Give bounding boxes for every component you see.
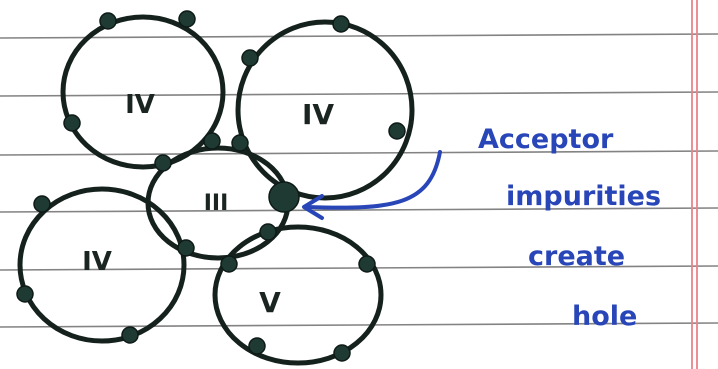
electron-dot <box>358 255 376 273</box>
electron-dot <box>259 223 277 241</box>
annotation-line: impurities <box>506 181 661 212</box>
atom-circle-top-left <box>60 14 226 170</box>
electron-dot <box>220 255 238 273</box>
hole-dot <box>268 181 300 213</box>
electron-dot <box>33 195 51 213</box>
electron-dot <box>231 134 249 152</box>
atom-label: IV <box>82 247 112 277</box>
atom-circle-bottom-right <box>212 224 384 366</box>
electron-dot <box>178 10 196 28</box>
annotation-arrow <box>302 150 442 220</box>
annotation-line: hole <box>572 301 637 332</box>
atom-circle-bottom-left <box>17 186 187 344</box>
electron-dot <box>16 285 34 303</box>
electron-dot <box>248 337 266 355</box>
electron-dot <box>177 239 195 257</box>
atom-label: IV <box>302 98 334 131</box>
atom-label: V <box>259 286 281 319</box>
electron-dot <box>241 49 259 67</box>
electron-dot <box>63 114 81 132</box>
ruled-lines <box>0 33 718 328</box>
annotation-line: Acceptor <box>478 124 614 155</box>
electron-dot <box>388 122 406 140</box>
electron-dot <box>332 15 350 33</box>
electron-dot <box>121 326 139 344</box>
atom-label: IV <box>125 90 155 120</box>
atom-circle-top-right <box>235 19 415 201</box>
electrons <box>16 10 406 362</box>
annotation-line: create <box>528 241 625 272</box>
electron-dot <box>203 132 221 150</box>
electron-dot <box>154 154 172 172</box>
atom-label: III <box>204 191 229 216</box>
annotation: Acceptor impurities create hole <box>478 124 661 332</box>
electron-dot <box>333 344 351 362</box>
electron-dot <box>99 12 117 30</box>
